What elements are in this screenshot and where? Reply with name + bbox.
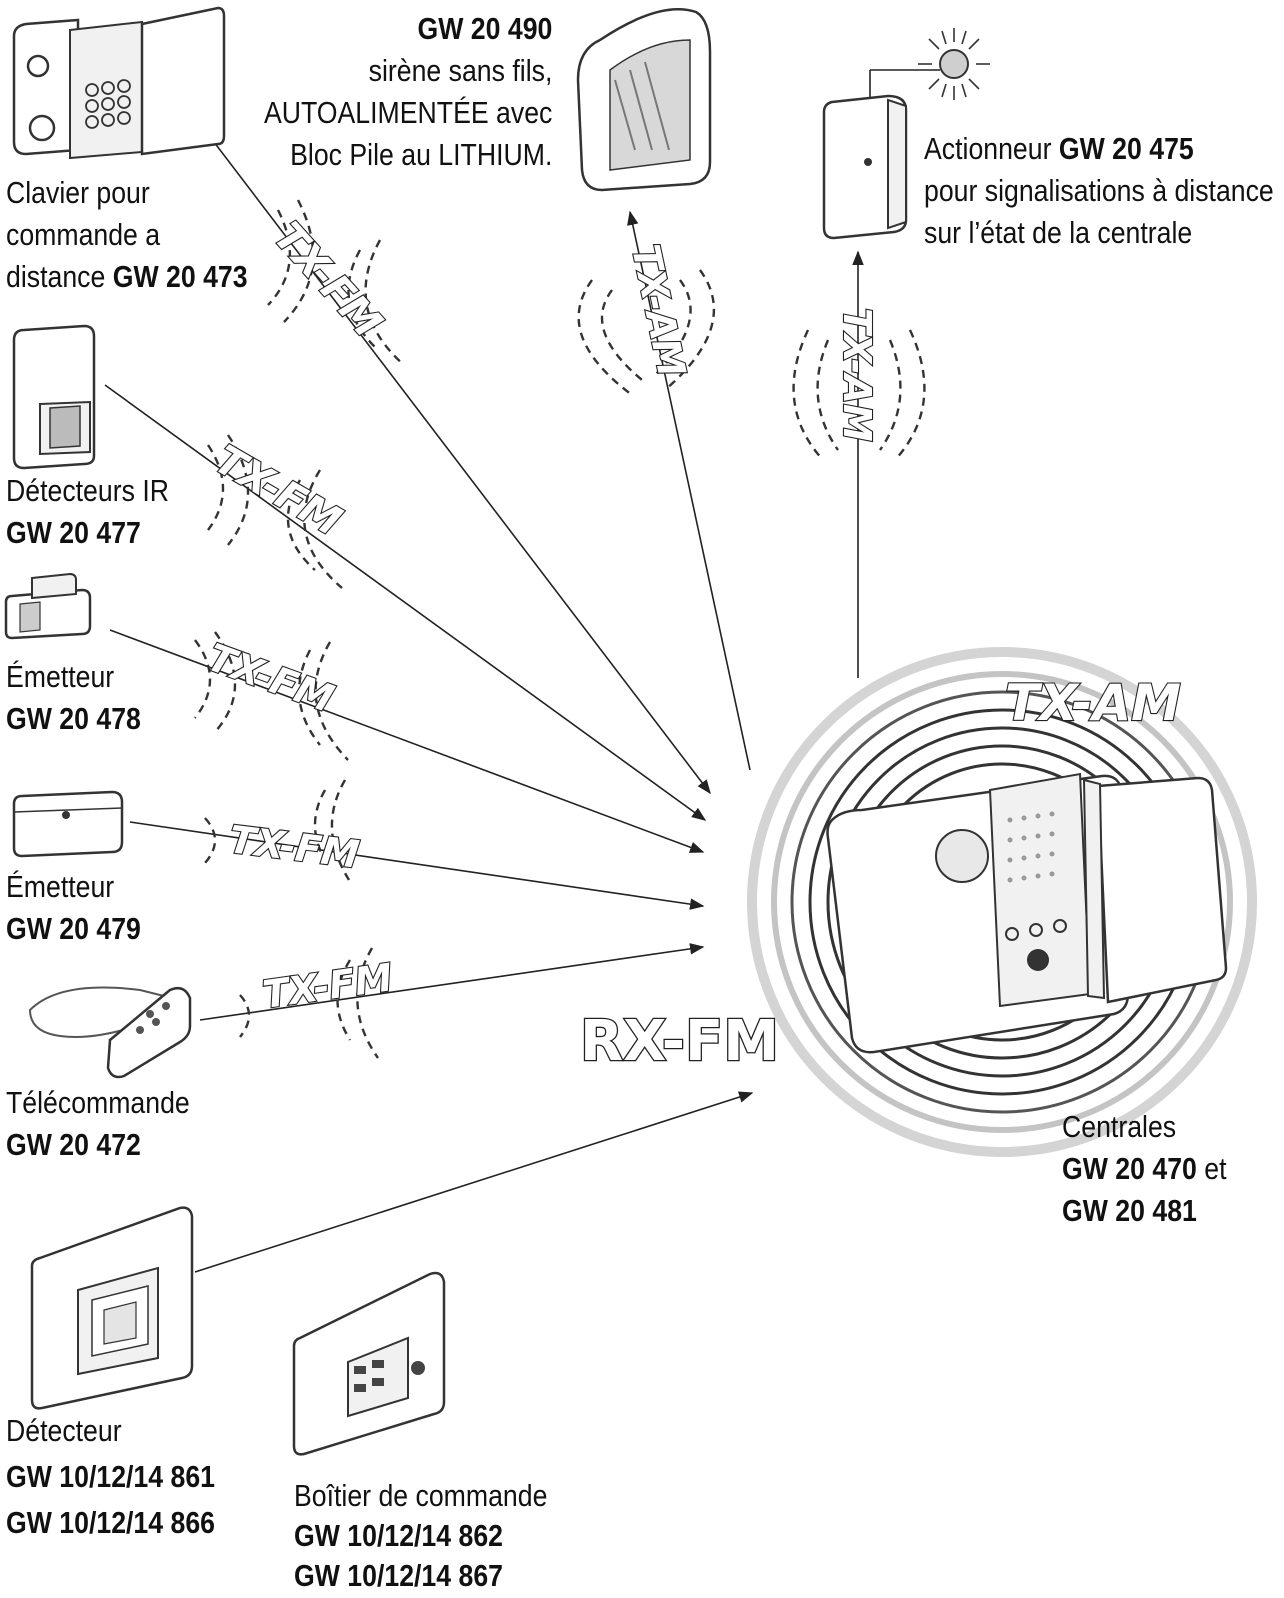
ir-detectors-code: GW 20 477: [6, 515, 141, 550]
actuator-label: Actionneur GW 20 475 pour signalisations…: [924, 128, 1274, 254]
remote-label: Télécommande GW 20 472: [6, 1082, 190, 1166]
keypad-label-line3: distance: [6, 259, 113, 294]
emitter-box-icon: [12, 790, 124, 858]
detector-code2: GW 10/12/14 866: [6, 1505, 215, 1540]
control-box-code2: GW 10/12/14 867: [294, 1558, 503, 1593]
detector-code1: GW 10/12/14 861: [6, 1459, 215, 1494]
actuator-code: GW 20 475: [1058, 131, 1194, 166]
control-box-code1: GW 10/12/14 862: [294, 1518, 503, 1553]
control-box-icon: [292, 1271, 446, 1456]
tx-fm-label-remote: TX-FM: [260, 955, 395, 1017]
emitter-479-label-line1: Émetteur: [6, 869, 115, 904]
emitter-478-label: Émetteur GW 20 478: [6, 656, 141, 740]
tx-fm-label-ir: TX-FM: [207, 437, 349, 545]
emitter-478-code: GW 20 478: [6, 701, 141, 736]
siren-label-line2: AUTOALIMENTÉE avec: [263, 95, 552, 130]
keypad-icon: [12, 6, 226, 160]
actuator-label-line1: pour signalisations à distance: [924, 173, 1274, 208]
emitter-479-code: GW 20 479: [6, 911, 141, 946]
sun-icon: [918, 28, 990, 100]
central-code1: GW 20 470: [1062, 1151, 1197, 1186]
ir-detector-icon: [12, 324, 96, 470]
emitter-478-label-line1: Émetteur: [6, 659, 115, 694]
keypad-label-line2: commande a: [6, 217, 161, 252]
ir-detectors-label-line1: Détecteurs IR: [6, 473, 169, 508]
central-unit-icon: [826, 772, 1228, 1054]
detector-label-line1: Détecteur: [6, 1413, 122, 1448]
actuator-label-line2: sur l’état de la centrale: [924, 215, 1193, 250]
rx-fm-label-central: RX-FM: [580, 1009, 779, 1074]
central-label-line1: Centrales: [1062, 1109, 1177, 1144]
siren-label: GW 20 490 sirène sans fils, AUTOALIMENTÉ…: [264, 8, 552, 176]
detector-label: Détecteur GW 10/12/14 861 GW 10/12/14 86…: [6, 1408, 215, 1546]
siren-code: GW 20 490: [417, 11, 552, 46]
tx-am-label-siren: TX-AM: [623, 241, 694, 381]
central-suffix: et: [1196, 1151, 1227, 1186]
tx-am-label-actuator: TX-AM: [835, 308, 879, 442]
keypad-label-line1: Clavier pour: [6, 175, 150, 210]
keypad-code: GW 20 473: [112, 259, 248, 294]
actuator-icon: [822, 94, 908, 240]
siren-icon: [576, 8, 712, 192]
emitter-icon: [4, 572, 92, 640]
radio-waves: [194, 199, 926, 1059]
control-box-label: Boîtier de commande GW 10/12/14 862 GW 1…: [294, 1476, 547, 1596]
siren-label-line3: Bloc Pile au LITHIUM.: [289, 137, 552, 172]
tx-fm-label-478: TX-FM: [202, 635, 340, 721]
tx-am-label-central: TX-AM: [1005, 674, 1181, 732]
central-label: Centrales GW 20 470 et GW 20 481: [1062, 1106, 1227, 1232]
central-code2: GW 20 481: [1062, 1193, 1197, 1228]
remote-code: GW 20 472: [6, 1127, 141, 1162]
wall-detector-icon: [30, 1206, 194, 1410]
siren-label-line1: sirène sans fils,: [368, 53, 552, 88]
remote-control-icon: [28, 986, 192, 1079]
actuator-prefix: Actionneur: [924, 131, 1059, 166]
ir-detectors-label: Détecteurs IR GW 20 477: [6, 470, 169, 554]
emitter-479-label: Émetteur GW 20 479: [6, 866, 141, 950]
keypad-label: Clavier pour commande a distance GW 20 4…: [6, 172, 248, 298]
connection-lines: [104, 69, 940, 1273]
tx-fm-label-479: TX-FM: [227, 817, 362, 877]
remote-label-line1: Télécommande: [6, 1085, 190, 1120]
control-box-label-line1: Boîtier de commande: [294, 1478, 548, 1513]
